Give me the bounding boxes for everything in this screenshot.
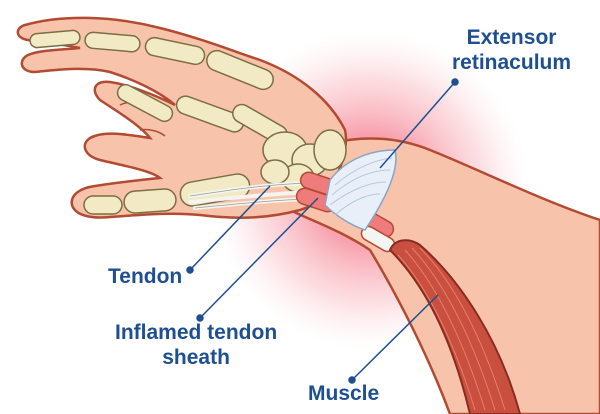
extensor-retinaculum-label: Extensor retinaculum [452,25,571,75]
extensor-retinaculum-line1: Extensor [466,26,557,49]
inflamed-tendon-sheath-line1: Inflamed tendon [115,321,278,344]
inflamed-tendon-sheath-label: Inflamed tendon sheath [115,320,277,370]
carpal-bones [260,129,347,193]
muscle [388,239,522,414]
muscle-label: Muscle [308,382,380,405]
retinaculum [324,149,397,231]
tendon-label: Tendon [108,265,183,288]
leader-lines [186,78,459,384]
extensor-retinaculum-line2: retinaculum [452,51,572,74]
inflamed-tendon-sheath-line2: sheath [162,346,230,369]
